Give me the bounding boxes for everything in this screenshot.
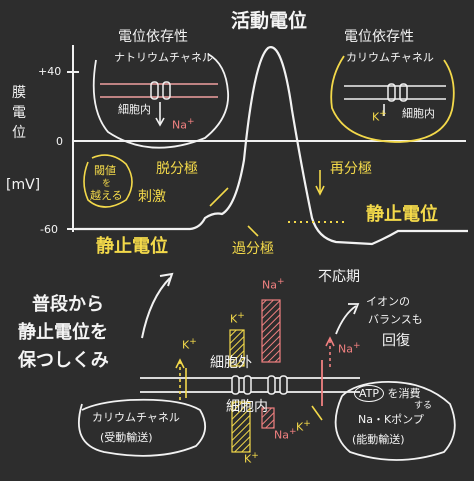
k-outside-ion: K+ — [230, 311, 245, 326]
depolarization-label: 脱分極 — [156, 161, 198, 177]
k-ion-label: K+ — [372, 109, 387, 124]
threshold-circle — [83, 154, 133, 208]
bottom-channel-gate-left — [231, 375, 240, 395]
atp-small: する — [414, 401, 433, 411]
hyperpolarization-label: 過分極 — [232, 241, 274, 257]
channel-note-2: (受動輸送) — [100, 431, 153, 444]
na-channel-subtitle: ナトリウムチャネル — [114, 51, 213, 64]
tick-label-zero: 0 — [56, 135, 63, 148]
na-channel-title: 電位依存性 — [118, 29, 188, 45]
stimulus-label: 刺激 — [138, 189, 166, 205]
k-outside-bar — [229, 329, 245, 367]
ylabel-char-2: 電 — [12, 105, 26, 121]
resting-right-label: 静止電位 — [366, 204, 438, 225]
hyperpolarization-arrow — [247, 225, 259, 237]
resting-left-label: 静止電位 — [96, 236, 168, 257]
na-channel-gate-right — [162, 81, 171, 100]
ylabel-unit: [mV] — [6, 177, 41, 193]
k-channel-gate-left — [387, 83, 396, 102]
k-pump-ion: K+ — [296, 419, 311, 434]
balance-line-3: 回復 — [382, 333, 410, 349]
inside-label: 細胞内 — [226, 399, 268, 415]
bottom-channel-gate-right — [243, 375, 252, 395]
na-outside-bar — [261, 299, 281, 363]
threshold-label-3: 越える — [90, 189, 123, 202]
outside-label: 細胞外 — [210, 355, 252, 371]
channel-note-1: カリウムチャネル — [92, 411, 180, 424]
pump-note-bubble — [334, 380, 456, 461]
pump-note-2: (能動輸送) — [352, 433, 405, 446]
k-inside-ion: K+ — [244, 451, 259, 466]
refractory-label: 不応期 — [318, 269, 360, 285]
balance-line-2: バランスも — [368, 313, 423, 326]
k-channel-note-bubble — [78, 398, 206, 457]
k-channel-title: 電位依存性 — [344, 29, 414, 45]
na-channel-gate-left — [150, 81, 159, 100]
note-line-3: 保つしくみ — [18, 350, 109, 371]
atp-label: ATP を消費 — [354, 385, 421, 402]
ylabel-char-3: 位 — [12, 125, 26, 141]
k-inside-bar — [231, 401, 251, 453]
na-outside-ion: Na+ — [262, 277, 285, 292]
k-channel-subtitle: カリウムチャネル — [346, 51, 434, 64]
bottom-pump-gate-right — [279, 375, 288, 395]
repolarization-label: 再分極 — [330, 161, 372, 177]
k-channel-gate-right — [399, 83, 408, 102]
diagram-title: 活動電位 — [231, 10, 308, 32]
action-potential-curve — [75, 46, 468, 246]
threshold-label-1: 閾値 — [94, 164, 116, 177]
na-inside-ion: Na+ — [274, 427, 297, 442]
k-inside-label: 細胞内 — [402, 107, 435, 120]
tick-label-p40: +40 — [38, 65, 62, 78]
na-inside-label: 細胞内 — [118, 103, 151, 116]
tick-label-m60: -60 — [40, 223, 58, 236]
k-pump-arrow — [311, 405, 323, 421]
bottom-pump-gate-left — [267, 375, 276, 395]
note-line-2: 静止電位を — [18, 322, 108, 343]
k-channel-bubble — [330, 55, 455, 143]
na-ion-label: Na+ — [172, 117, 195, 132]
note-arrow — [141, 277, 171, 339]
threshold-label-2: を — [102, 179, 112, 189]
na-channel-bubble — [92, 53, 229, 149]
na-pump-ion: Na+ — [338, 341, 361, 356]
pump-note-1: Na・Kポンプ — [358, 413, 424, 426]
depolarization-arrow — [209, 187, 229, 207]
ylabel-char-1: 膜 — [12, 85, 26, 101]
k-passive-ion: K+ — [182, 337, 197, 352]
na-inside-bar — [261, 407, 275, 429]
note-line-1: 普段から — [32, 294, 104, 315]
balance-arrow — [335, 305, 357, 335]
balance-line-1: イオンの — [366, 295, 410, 308]
